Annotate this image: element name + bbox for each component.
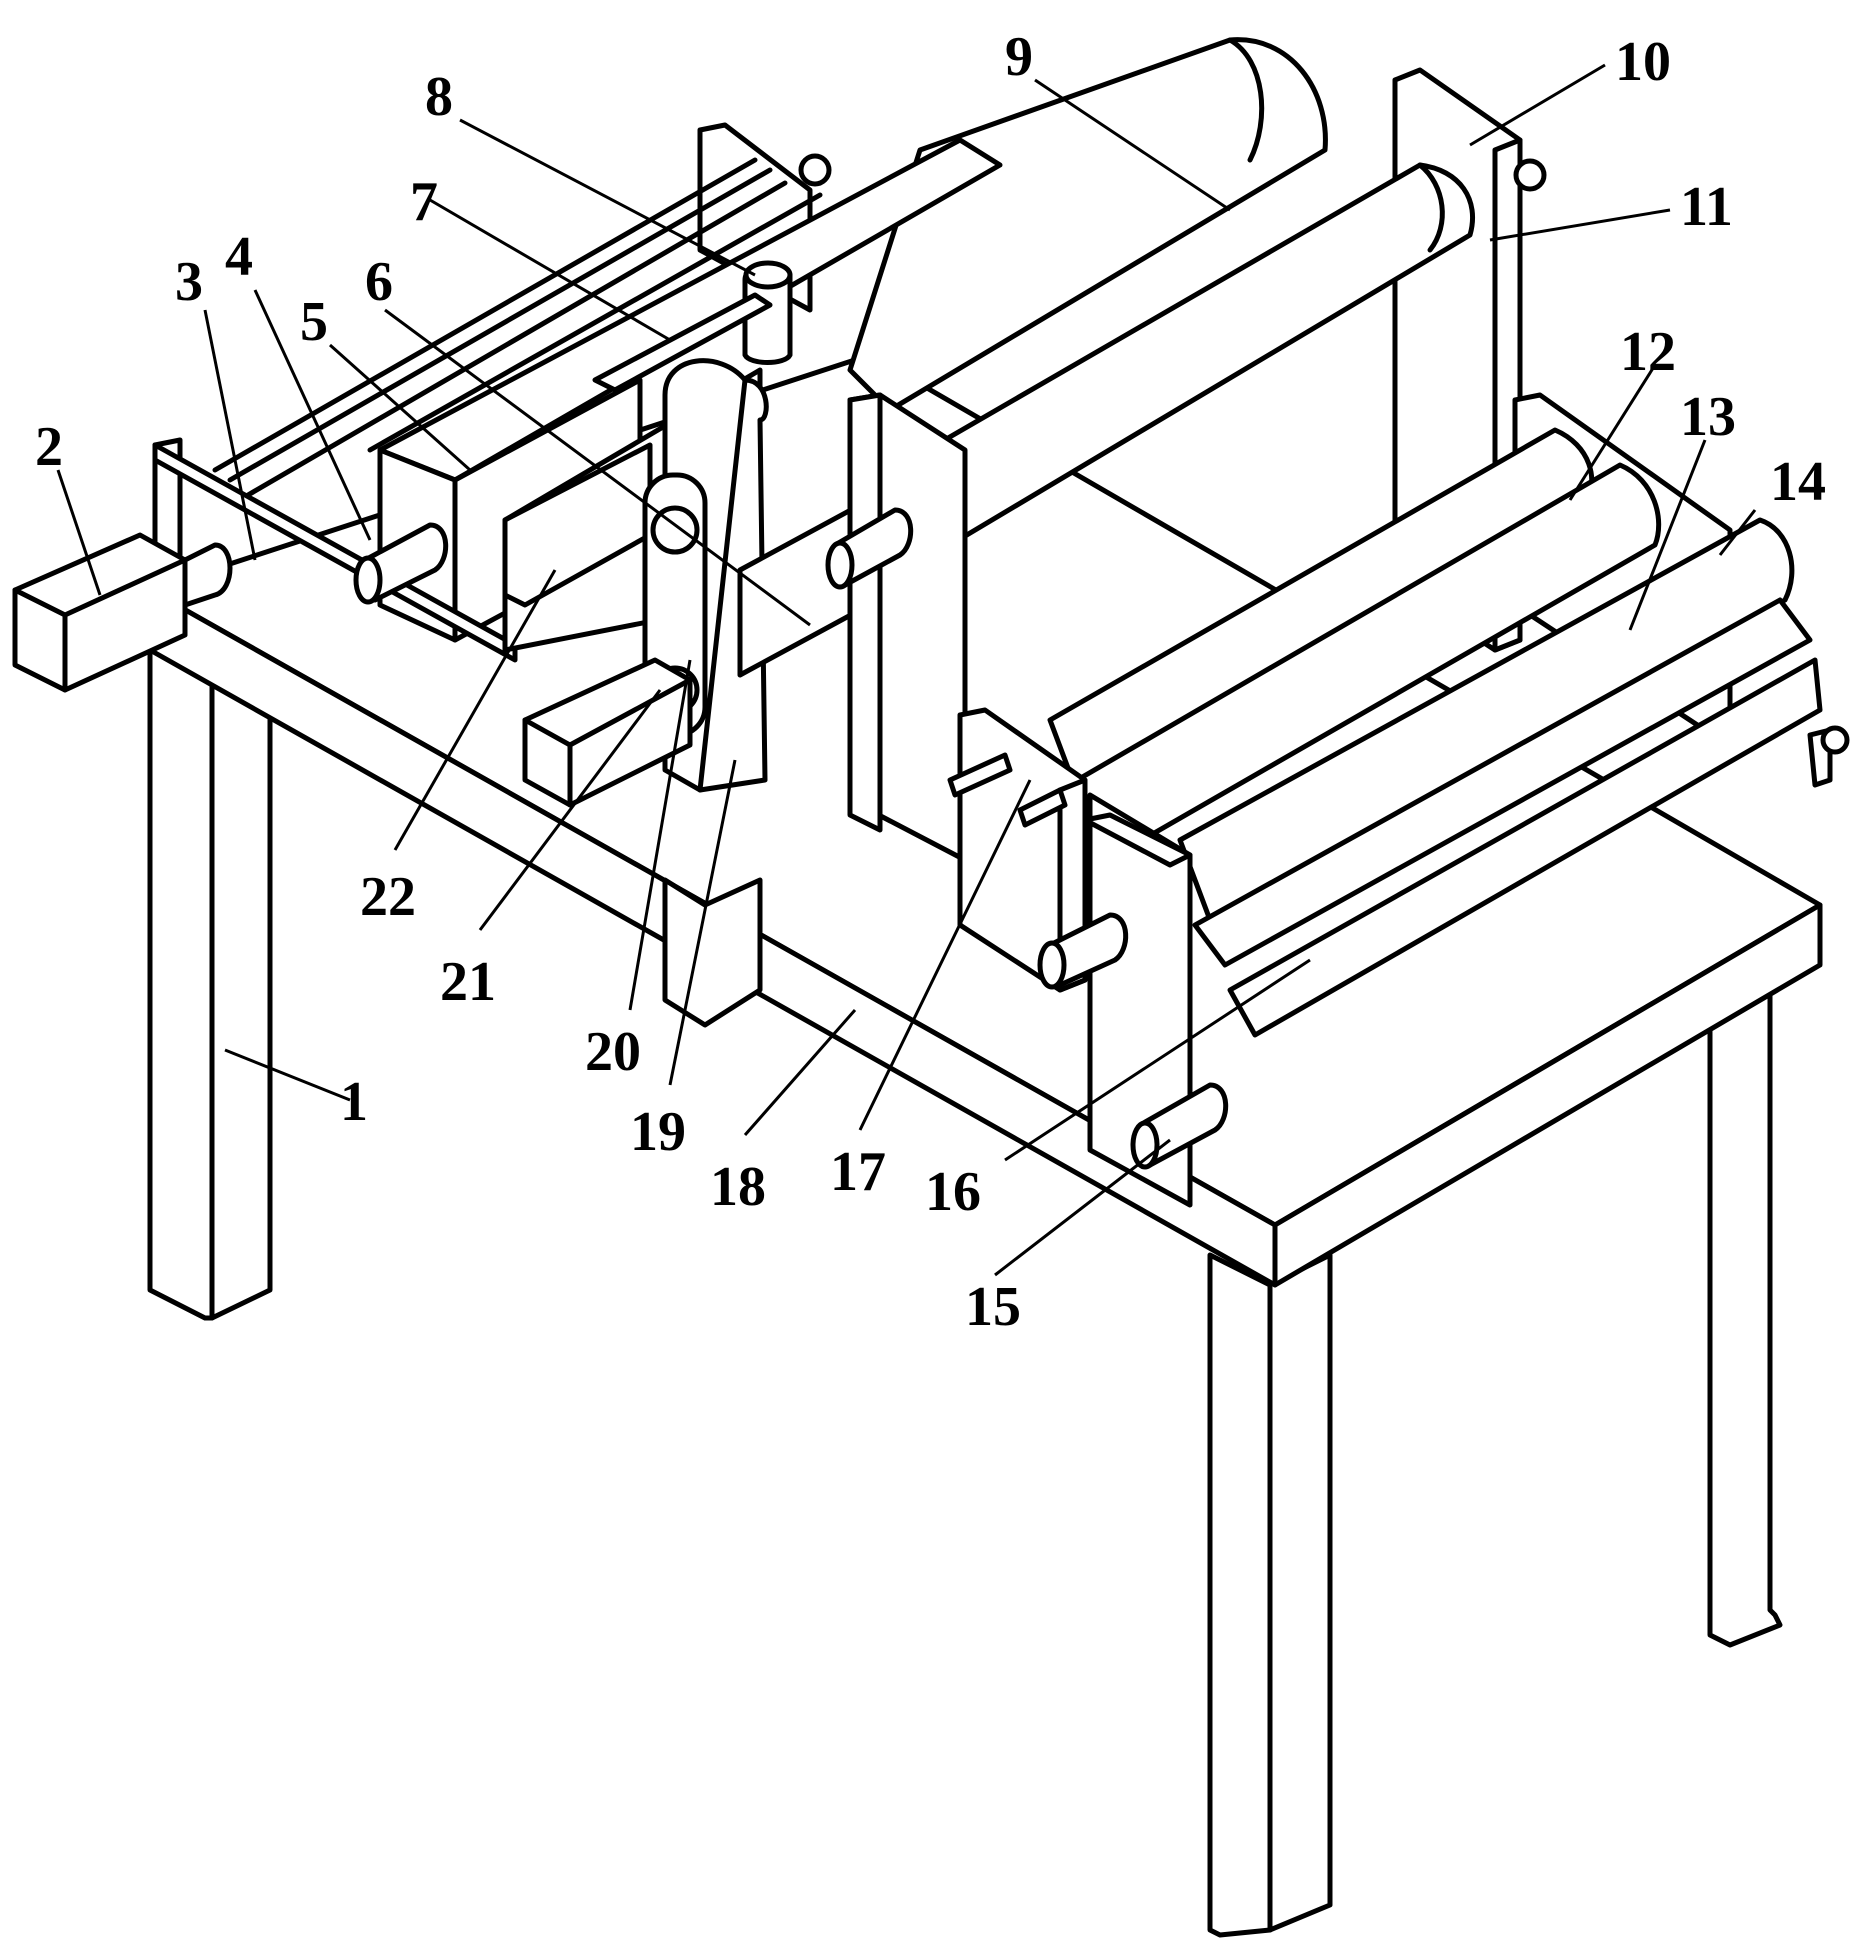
label-17: 17 bbox=[830, 1141, 886, 1203]
label-16: 16 bbox=[925, 1161, 981, 1223]
label-20: 20 bbox=[585, 1021, 641, 1083]
label-3: 3 bbox=[175, 251, 203, 313]
label-9: 9 bbox=[1005, 26, 1033, 88]
label-6: 6 bbox=[365, 251, 393, 313]
label-5: 5 bbox=[300, 291, 328, 353]
label-12: 12 bbox=[1620, 321, 1676, 383]
label-2: 2 bbox=[35, 416, 63, 478]
label-1: 1 bbox=[340, 1071, 368, 1133]
label-8: 8 bbox=[425, 66, 453, 128]
label-11: 11 bbox=[1680, 176, 1733, 238]
label-10: 10 bbox=[1615, 31, 1671, 93]
leg-front-left bbox=[150, 640, 212, 1318]
label-4: 4 bbox=[225, 226, 253, 288]
label-7: 7 bbox=[410, 171, 438, 233]
label-22: 22 bbox=[360, 866, 416, 928]
label-19: 19 bbox=[630, 1101, 686, 1163]
label-18: 18 bbox=[710, 1156, 766, 1218]
label-21: 21 bbox=[440, 951, 496, 1013]
label-13: 13 bbox=[1680, 386, 1736, 448]
label-14: 14 bbox=[1770, 451, 1826, 513]
label-15: 15 bbox=[965, 1276, 1021, 1338]
